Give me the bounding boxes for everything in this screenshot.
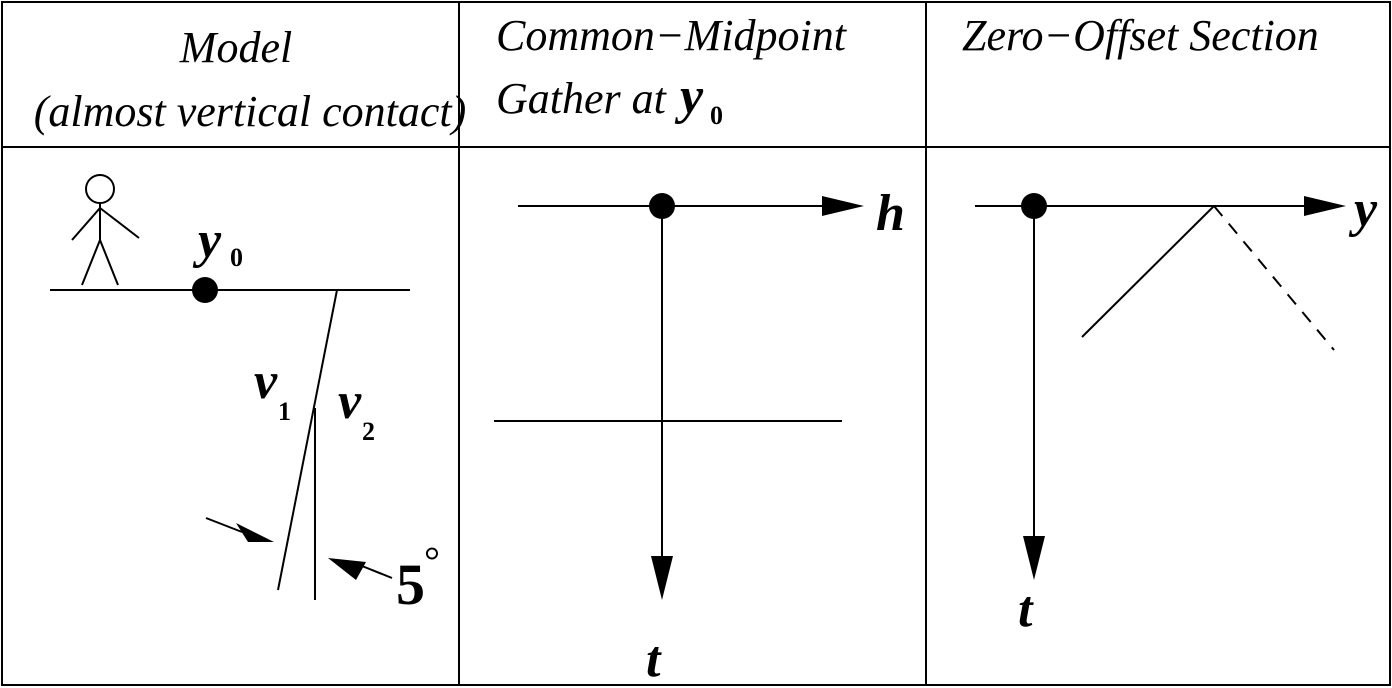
angle-pointer-left-icon xyxy=(205,517,274,542)
model-y0-symbol: y xyxy=(192,212,222,269)
model-v2-subscript: 2 xyxy=(362,417,375,446)
cmp-h-axis-arrowhead-icon xyxy=(822,196,864,216)
angle-pointer-right-icon xyxy=(328,558,393,580)
person-icon xyxy=(71,174,140,286)
cmp-header-y-subscript: 0 xyxy=(710,101,723,130)
model-v1-symbol: v xyxy=(254,353,278,410)
model-panel: y 0 v 1 v 2 5 ° xyxy=(50,174,440,617)
zo-y-axis-label: y xyxy=(1348,181,1378,238)
model-midpoint-dot xyxy=(192,277,218,303)
zo-t-axis-arrowhead-icon xyxy=(1023,536,1045,580)
zo-t-axis-label: t xyxy=(1018,581,1034,638)
zo-diffraction-dashed-branch xyxy=(1213,205,1335,351)
angle-value: 5 xyxy=(396,552,425,617)
cmp-h-axis-label: h xyxy=(876,185,905,242)
angle-degree-symbol: ° xyxy=(424,538,440,583)
zero-offset-header-title: Zero−Offset Section xyxy=(962,11,1319,60)
cmp-header-subtitle: Gather at xyxy=(496,74,668,123)
model-header-title: Model xyxy=(179,23,292,72)
zo-diffraction-solid-branch xyxy=(1081,205,1215,338)
zo-y-axis-arrowhead-icon xyxy=(1304,196,1346,216)
model-contact-line xyxy=(277,289,338,591)
cmp-origin-dot xyxy=(649,193,675,219)
cmp-t-axis-arrowhead-icon xyxy=(651,556,673,600)
zo-origin-dot xyxy=(1021,193,1047,219)
cmp-header-title: Common−Midpoint xyxy=(496,11,848,60)
model-y0-subscript: 0 xyxy=(230,243,243,272)
model-header-subtitle: (almost vertical contact) xyxy=(34,87,467,136)
cmp-panel: h t xyxy=(494,185,905,688)
cmp-t-axis-label: t xyxy=(646,631,662,688)
cmp-header-y-symbol: y xyxy=(674,68,704,125)
model-v1-subscript: 1 xyxy=(278,397,291,426)
model-v2-symbol: v xyxy=(338,373,362,430)
zero-offset-panel: y t xyxy=(975,181,1378,638)
